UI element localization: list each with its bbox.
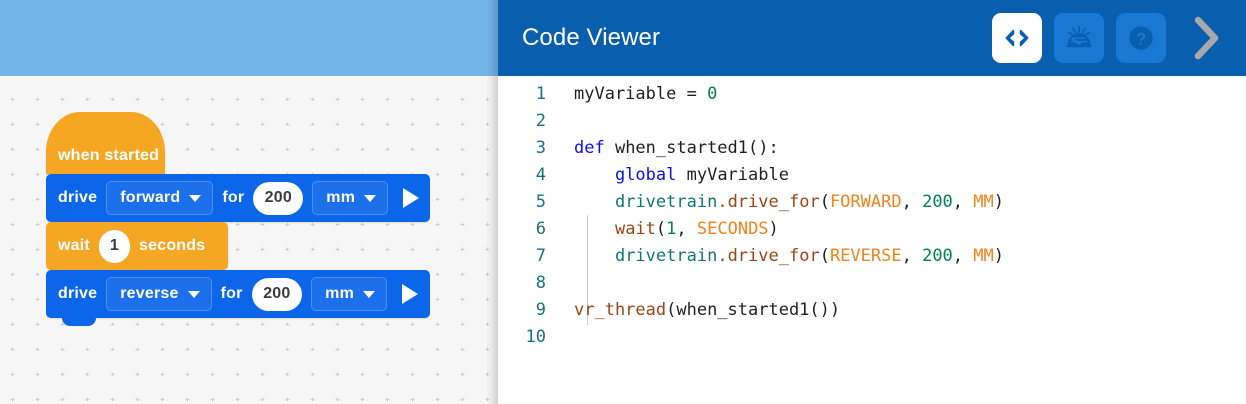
code-viewer-panel: Code Viewer bbox=[498, 0, 1246, 404]
gauge-dashboard-icon bbox=[1066, 25, 1092, 48]
code-line: 4 global myVariable bbox=[498, 161, 1246, 188]
chevron-down-icon bbox=[363, 290, 375, 298]
code-line: 5 drivetrain.drive_for(FORWARD, 200, MM) bbox=[498, 188, 1246, 215]
block-when-started-label: when started bbox=[58, 147, 160, 164]
line-number: 3 bbox=[535, 137, 546, 158]
code-line: 7 drivetrain.drive_for(REVERSE, 200, MM) bbox=[498, 242, 1246, 269]
chevron-down-icon bbox=[364, 194, 377, 202]
chevron-down-icon bbox=[187, 290, 200, 298]
code-line-text: wait(1, SECONDS) bbox=[614, 218, 779, 239]
code-line: 10 bbox=[498, 323, 1246, 350]
collapse-panel-button[interactable] bbox=[1182, 10, 1230, 66]
direction-dropdown-reverse-value: reverse bbox=[120, 285, 179, 302]
direction-dropdown-forward-value: forward bbox=[120, 189, 181, 206]
block-wait[interactable]: wait 1 seconds bbox=[46, 222, 228, 278]
block-drive-forward-for-label: for bbox=[222, 189, 245, 206]
direction-dropdown-forward[interactable]: forward bbox=[106, 181, 214, 215]
svg-text:?: ? bbox=[1136, 30, 1146, 49]
line-number: 8 bbox=[535, 272, 546, 293]
page-title: Code Viewer bbox=[522, 24, 661, 51]
code-viewer-header: Code Viewer bbox=[498, 0, 1246, 76]
line-number: 5 bbox=[535, 191, 546, 212]
line-number: 6 bbox=[535, 218, 546, 239]
code-line-text: global myVariable bbox=[614, 164, 789, 185]
line-number: 9 bbox=[535, 299, 546, 320]
block-drive-forward-verb: drive bbox=[58, 189, 98, 206]
block-when-started[interactable]: when started bbox=[46, 112, 165, 182]
code-line: 3 def when_started1(): bbox=[498, 134, 1246, 161]
line-number: 7 bbox=[535, 245, 546, 266]
line-number: 1 bbox=[535, 83, 546, 104]
code-line: 2 bbox=[498, 107, 1246, 134]
block-drive-reverse-for-label: for bbox=[220, 285, 243, 302]
block-wait-verb: wait bbox=[58, 237, 90, 254]
play-icon[interactable] bbox=[403, 188, 420, 208]
indent-guide bbox=[587, 215, 588, 325]
distance-input-forward[interactable]: 200 bbox=[253, 181, 304, 215]
unit-dropdown-reverse[interactable]: mm bbox=[311, 277, 387, 311]
code-view-button[interactable] bbox=[992, 13, 1042, 63]
wait-duration-input[interactable]: 1 bbox=[98, 229, 131, 263]
code-line-text: myVariable = 0 bbox=[574, 83, 718, 104]
code-line-text: drivetrain.drive_for(FORWARD, 200, MM) bbox=[614, 191, 1005, 212]
unit-dropdown-forward[interactable]: mm bbox=[312, 181, 389, 215]
block-workspace[interactable]: when started drive forward for 200 mm bbox=[0, 0, 498, 404]
block-notch bbox=[62, 317, 96, 326]
block-wait-unit-label: seconds bbox=[139, 237, 206, 254]
unit-dropdown-forward-value: mm bbox=[326, 189, 356, 206]
direction-dropdown-reverse[interactable]: reverse bbox=[106, 277, 212, 311]
unit-dropdown-reverse-value: mm bbox=[325, 285, 354, 302]
header-actions: ? bbox=[992, 10, 1230, 66]
code-line: 1 myVariable = 0 bbox=[498, 80, 1246, 107]
block-drive-forward[interactable]: drive forward for 200 mm bbox=[46, 174, 430, 230]
chevron-down-icon bbox=[189, 194, 202, 202]
line-number: 4 bbox=[535, 164, 546, 185]
workspace-sky-band bbox=[0, 0, 498, 76]
chevron-right-icon bbox=[1194, 16, 1219, 60]
dashboard-button[interactable] bbox=[1054, 13, 1104, 63]
panel-divider-shadow bbox=[486, 0, 498, 404]
play-icon[interactable] bbox=[402, 284, 418, 304]
line-number: 10 bbox=[525, 326, 546, 347]
code-brackets-icon bbox=[1005, 29, 1029, 47]
code-lines: 1 myVariable = 0 2 3 def when_started1(): 4 g… bbox=[498, 76, 1246, 350]
code-line: 9 vr_thread(when_started1()) bbox=[498, 296, 1246, 323]
code-editor-body[interactable]: 1 myVariable = 0 2 3 def when_started1(): 4 g… bbox=[498, 76, 1246, 404]
code-line-text: def when_started1(): bbox=[574, 137, 779, 158]
code-line-text: vr_thread(when_started1()) bbox=[574, 299, 841, 320]
block-drive-reverse-verb: drive bbox=[58, 285, 98, 302]
distance-input-reverse[interactable]: 200 bbox=[251, 277, 303, 311]
block-drive-reverse[interactable]: drive reverse for 200 mm bbox=[46, 270, 430, 326]
block-script-stack[interactable]: when started drive forward for 200 mm bbox=[46, 112, 430, 326]
code-line: 8 bbox=[498, 269, 1246, 296]
help-button[interactable]: ? bbox=[1116, 13, 1166, 63]
code-line: 6 wait(1, SECONDS) bbox=[498, 215, 1246, 242]
question-circle-icon: ? bbox=[1129, 26, 1153, 50]
code-line-text: drivetrain.drive_for(REVERSE, 200, MM) bbox=[614, 245, 1005, 266]
line-number: 2 bbox=[535, 110, 546, 131]
